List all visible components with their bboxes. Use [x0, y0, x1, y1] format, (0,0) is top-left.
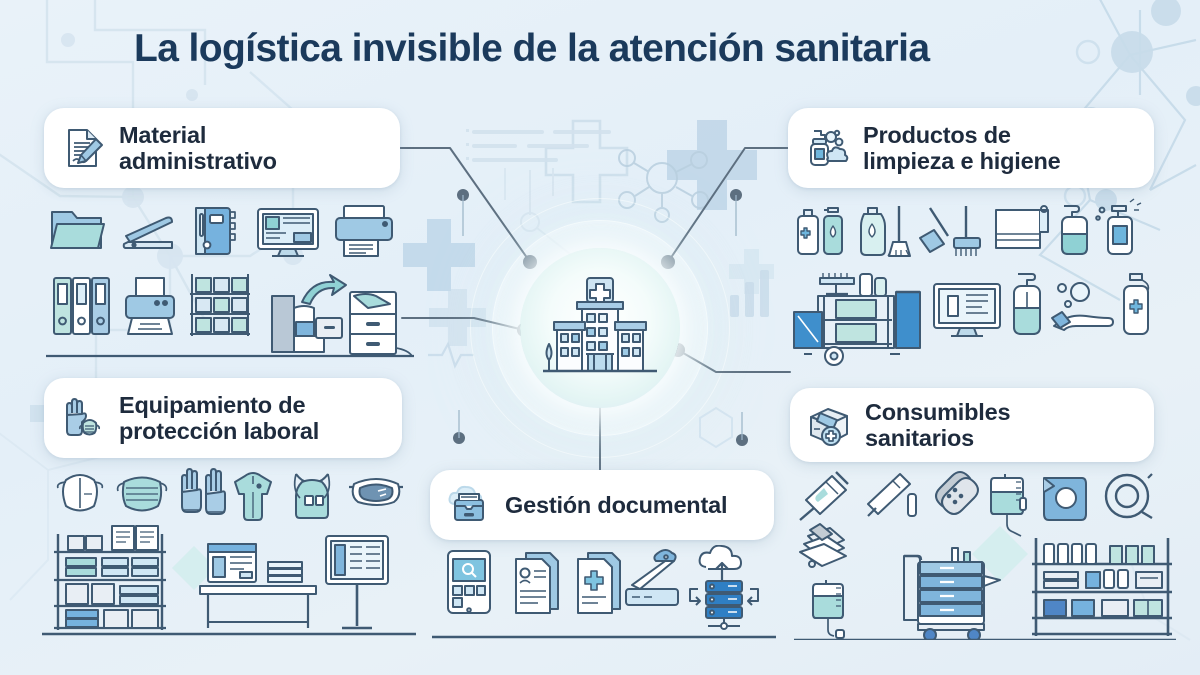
stapler-icon — [122, 216, 173, 249]
cloud-server-upload-icon — [689, 545, 759, 630]
surgical-drape-icon — [1043, 477, 1087, 521]
printer-icon — [335, 205, 393, 257]
medical-cart-icon — [903, 547, 1001, 640]
gown-icon — [234, 472, 272, 521]
apron-icon — [293, 473, 331, 519]
hexagon-decoration — [699, 406, 733, 449]
cluster-consumibles-sanitarios — [794, 471, 1176, 640]
card-label-clean: Productos de limpieza e higiene — [863, 121, 1061, 174]
disinfectant-bottles-icon — [797, 207, 843, 255]
soap-pump-icon — [1061, 205, 1088, 255]
soap-dispenser-bubbles-icon — [804, 125, 850, 171]
cleaning-cart-icon — [793, 273, 921, 366]
ring-binder-icon — [195, 207, 236, 255]
box-medical-cross-icon — [806, 402, 852, 448]
connector-ppe — [401, 317, 525, 331]
bandages-icon — [935, 471, 979, 515]
cluster-material-administrativo — [46, 205, 414, 358]
medical-record-icon — [577, 552, 621, 614]
thermometer-ampoule-icon — [867, 473, 917, 517]
inventory-display-icon — [325, 535, 389, 630]
data-lines-decoration — [466, 129, 611, 162]
iv-bag-icon — [990, 474, 1027, 537]
card-label-admin: Material administrativo — [119, 121, 277, 174]
desktop-monitor-icon — [257, 208, 319, 257]
surgical-mask-icon — [116, 476, 168, 512]
mop-brush-icon — [919, 206, 981, 256]
cloud-file-drawer-icon — [446, 482, 492, 528]
cluster-productos-limpieza — [793, 198, 1150, 366]
bar-chart-decoration — [730, 270, 769, 317]
hand-bubbles-icon — [1051, 282, 1114, 331]
page-title: La logística invisible de la atención sa… — [134, 27, 930, 70]
detergent-broom-icon — [860, 206, 911, 257]
connector-consum — [677, 349, 791, 373]
lever-arch-files-icon — [53, 277, 110, 335]
glove-mask-icon — [60, 395, 106, 441]
gauze-pads-icon — [799, 523, 847, 568]
n95-respirator-icon — [56, 474, 104, 512]
tablet-search-icon — [447, 550, 491, 614]
central-hub-hospital[interactable] — [520, 248, 680, 408]
connector-admin — [399, 147, 531, 263]
filing-cabinet-scene-icon — [271, 274, 413, 357]
supply-shelving-icon — [1032, 538, 1172, 636]
spray-bottle-icon — [1095, 198, 1142, 255]
ppe-storage-shelf-icon — [54, 525, 166, 630]
hygiene-monitor-icon — [933, 283, 1001, 337]
goggles-icon — [349, 478, 403, 506]
card-label-ppe: Equipamiento de protección laboral — [119, 391, 320, 444]
sanitizer-pump-icon — [1013, 273, 1041, 335]
folder-icon — [50, 211, 105, 249]
card-equipamiento-proteccion[interactable]: Equipamiento de protección laboral — [44, 378, 402, 458]
patient-record-icon — [515, 552, 559, 614]
card-productos-limpieza[interactable]: Productos de limpieza e higiene — [788, 108, 1154, 188]
scanner-icon — [625, 549, 679, 606]
molecule-center — [618, 149, 709, 223]
gloves-icon — [181, 468, 226, 515]
card-label-consum: Consumibles sanitarios — [865, 398, 1011, 451]
connector-clean — [667, 147, 789, 263]
hospital-building-icon — [543, 277, 657, 373]
iv-drip-icon — [812, 580, 845, 639]
supply-desk-icon — [199, 543, 317, 628]
document-pencil-icon — [60, 125, 106, 171]
tubing-coil-icon — [1104, 473, 1153, 520]
storage-shelving-icon — [190, 274, 250, 336]
printer-paper-icon — [125, 277, 175, 335]
card-consumibles-sanitarios[interactable]: Consumibles sanitarios — [790, 388, 1154, 462]
syringe-icon — [799, 471, 849, 521]
card-material-administrativo[interactable]: Material administrativo — [44, 108, 400, 188]
card-label-doc: Gestión documental — [505, 491, 728, 518]
antiseptic-bottle-icon — [1123, 273, 1150, 335]
waveform-decoration — [428, 341, 474, 369]
cluster-equipamiento-proteccion — [42, 468, 416, 636]
cluster-gestion-documental — [432, 545, 776, 639]
card-gestion-documental[interactable]: Gestión documental — [430, 470, 774, 540]
towel-rack-icon — [995, 205, 1049, 249]
